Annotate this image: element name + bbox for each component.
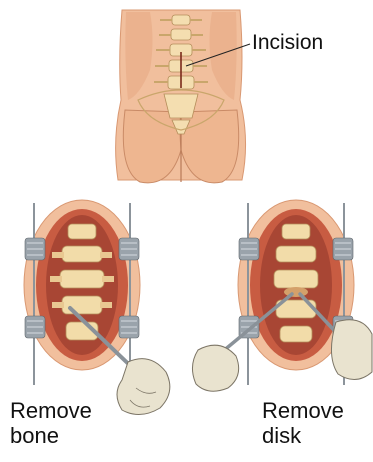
- remove-bone-label: Remove bone: [10, 398, 92, 449]
- remove-disk-label-line2: disk: [262, 423, 344, 448]
- remove-disk-illustration: [192, 200, 372, 391]
- remove-bone-label-line1: Remove: [10, 398, 92, 423]
- remove-disk-label-line1: Remove: [262, 398, 344, 423]
- incision-label: Incision: [252, 31, 323, 55]
- gloved-hand-icon: [117, 359, 170, 415]
- back-view-illustration: [116, 10, 250, 183]
- remove-bone-label-line2: bone: [10, 423, 92, 448]
- remove-bone-illustration: [24, 200, 170, 415]
- remove-disk-label: Remove disk: [262, 398, 344, 449]
